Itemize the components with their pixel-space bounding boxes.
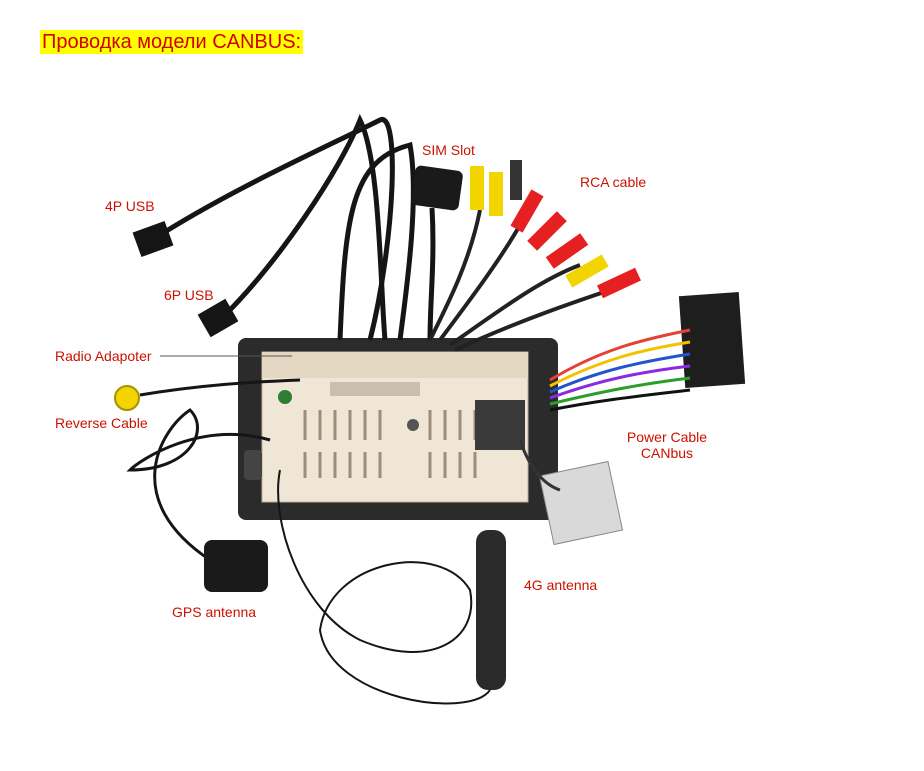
head-unit	[238, 338, 558, 520]
label-rca-cable: RCA cable	[580, 174, 647, 190]
label-4p-usb: 4P USB	[105, 198, 155, 214]
canbus-box	[518, 439, 624, 546]
label-radio-adapter: Radio Adapoter	[55, 348, 152, 364]
usb-cables	[150, 113, 416, 341]
antenna-4g	[277, 469, 506, 705]
label-power-cable: Power Cable CANbus	[620, 429, 714, 461]
page-heading: Проводка модели CANBUS:	[40, 30, 304, 54]
label-6p-usb: 6P USB	[164, 287, 214, 303]
label-power-cable-line1: Power Cable	[626, 429, 708, 445]
reverse-cable	[114, 378, 301, 411]
label-power-cable-line2: CANbus	[640, 445, 694, 461]
label-sim-slot: SIM Slot	[422, 142, 475, 158]
power-connector	[549, 292, 746, 412]
gps-antenna	[126, 408, 271, 592]
label-reverse-cable: Reverse Cable	[55, 415, 148, 431]
label-4g-antenna: 4G antenna	[524, 577, 598, 593]
sim-slot	[411, 165, 463, 341]
label-gps-antenna: GPS antenna	[172, 604, 257, 620]
rca-cables	[428, 160, 641, 352]
